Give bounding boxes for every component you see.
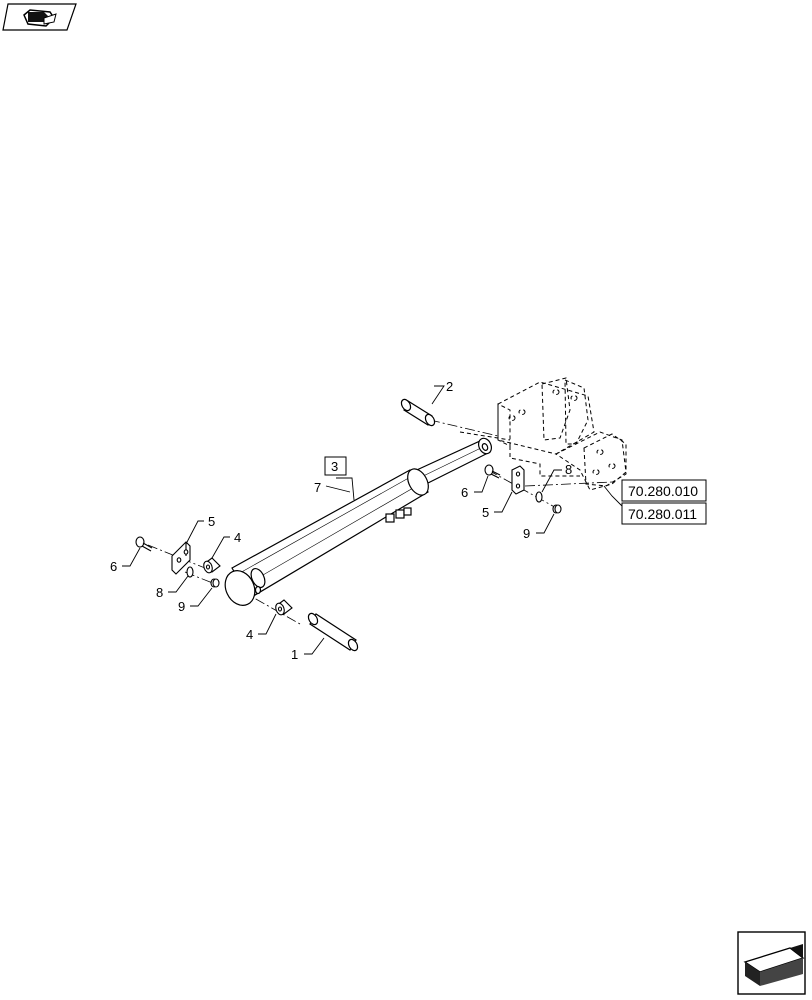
- nut-9a: [210, 578, 220, 588]
- nut-9b: [552, 504, 562, 514]
- callout-7[interactable]: 7: [314, 480, 321, 495]
- plate-5b: [511, 465, 525, 495]
- washer-8b: [535, 491, 543, 503]
- bolt-6b: [484, 464, 501, 479]
- next-page-arrow-icon[interactable]: [737, 931, 806, 995]
- callout-6-b[interactable]: 6: [461, 485, 468, 500]
- callout-5-a[interactable]: 5: [208, 514, 215, 529]
- ref-box-70-280-011[interactable]: [621, 502, 707, 525]
- ref-label-70-280-010: 70.280.010: [628, 483, 698, 499]
- bushing-4a: [203, 557, 221, 574]
- reference-boxes: 70.280.010 70.280.011: [621, 479, 707, 525]
- callout-5-b[interactable]: 5: [482, 505, 489, 520]
- bushing-4b: [275, 599, 293, 616]
- callout-3-box: [324, 456, 347, 476]
- plate-5a: [171, 541, 191, 575]
- callout-2[interactable]: 2: [446, 379, 453, 394]
- ref-label-70-280-011: 70.280.011: [628, 506, 697, 522]
- hydraulic-cylinder: [224, 437, 493, 606]
- pin-1: [307, 612, 359, 652]
- frame-bracket-phantom: [459, 377, 627, 491]
- callout-4-a[interactable]: 4: [234, 530, 241, 545]
- book-arrow-icon[interactable]: [2, 3, 77, 31]
- callout-8-a[interactable]: 8: [156, 585, 163, 600]
- bolt-6a: [135, 536, 153, 552]
- washer-8a: [186, 566, 194, 578]
- callout-4-b[interactable]: 4: [246, 627, 253, 642]
- callout-8-b[interactable]: 8: [565, 462, 572, 477]
- callout-6-a[interactable]: 6: [110, 559, 117, 574]
- callout-9-a[interactable]: 9: [178, 599, 185, 614]
- ref-box-70-280-010[interactable]: [621, 479, 707, 502]
- callouts: 1 2 3 7 4 4 5 5 6 6 8 8 9 9: [110, 379, 572, 662]
- pin-2: [400, 398, 436, 427]
- callout-9-b[interactable]: 9: [523, 526, 530, 541]
- leader-lines: [122, 385, 623, 655]
- callout-3[interactable]: 3: [331, 459, 338, 474]
- callout-1[interactable]: 1: [291, 647, 298, 662]
